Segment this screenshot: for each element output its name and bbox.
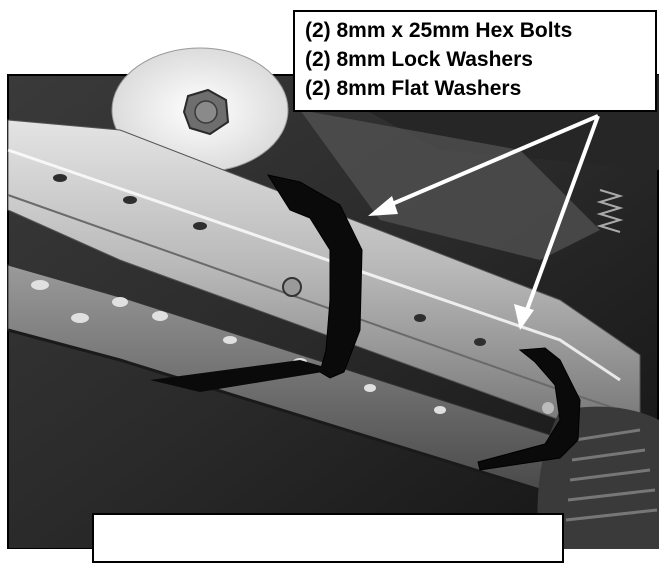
installation-photo xyxy=(7,47,659,549)
caption-box xyxy=(92,513,564,563)
hardware-callout: (2) 8mm x 25mm Hex Bolts (2) 8mm Lock Wa… xyxy=(293,10,657,112)
hex-bolts-label: (2) 8mm x 25mm Hex Bolts xyxy=(305,19,573,42)
flat-washers-label: (2) 8mm Flat Washers xyxy=(305,77,522,100)
arrow-icon xyxy=(368,114,600,330)
lock-washers-label: (2) 8mm Lock Washers xyxy=(305,48,533,71)
